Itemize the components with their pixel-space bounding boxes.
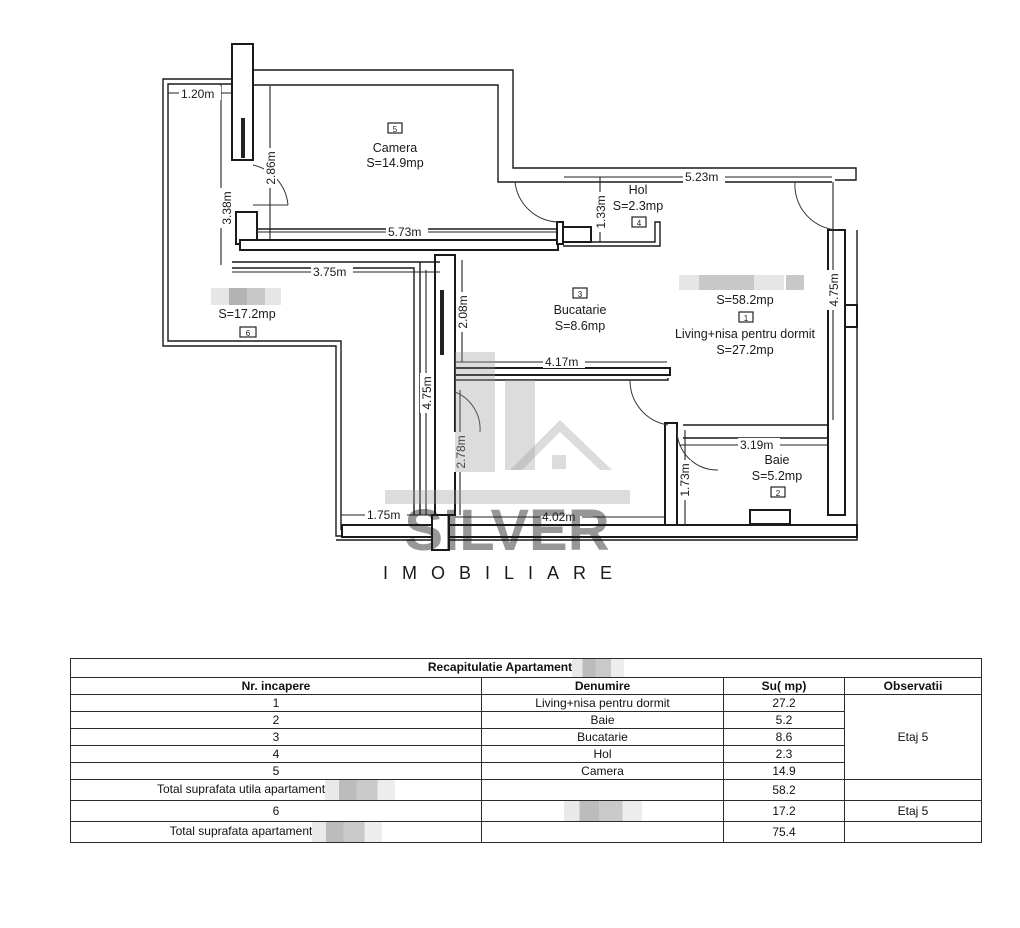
svg-text:Camera: Camera [373, 141, 418, 155]
svg-text:S=17.2mp: S=17.2mp [218, 307, 275, 321]
svg-text:S=14.9mp: S=14.9mp [366, 156, 423, 170]
dimension-labels: 1.20m 3.38m 2.86m 5.73m 3.75m 5.23m 1.33… [179, 86, 841, 524]
dim-2-08: 2.08m [456, 295, 470, 328]
room-hol: Hol S=2.3mp 4 [613, 183, 663, 228]
dim-4-75-left: 4.75m [420, 376, 434, 409]
svg-text:Bucatarie: Bucatarie [554, 303, 607, 317]
total-useful-row: Total suprafata utila apartament 58.2 [70, 779, 983, 801]
dim-4-17: 4.17m [545, 355, 578, 369]
redacted-text [572, 659, 625, 677]
header-nr: Nr. incapere [70, 677, 482, 695]
table-row: 6 17.2 Etaj 5 [70, 800, 983, 822]
dim-1-20: 1.20m [181, 87, 214, 101]
observation-cell: Etaj 5 [843, 694, 983, 780]
walls [231, 43, 858, 551]
svg-text:Living+nisa pentru dormit: Living+nisa pentru dormit [675, 327, 816, 341]
svg-text:3: 3 [578, 290, 583, 299]
dim-5-23: 5.23m [685, 170, 718, 184]
room-living: S=58.2mp 1 Living+nisa pentru dormit S=2… [675, 275, 816, 357]
room-baie: Baie S=5.2mp 2 [752, 453, 802, 498]
redacted-text [563, 801, 642, 821]
watermark-subtitle: IMOBILIARE [383, 563, 626, 583]
svg-text:S=27.2mp: S=27.2mp [716, 343, 773, 357]
dim-4-02: 4.02m [542, 510, 575, 524]
apartment-total-area: S=58.2mp [716, 293, 773, 307]
dim-3-75: 3.75m [313, 265, 346, 279]
dim-4-75-right: 4.75m [827, 273, 841, 306]
table-row: 1 Living+nisa pentru dormit 27.2 Etaj 5 [70, 694, 983, 780]
total-row: Total suprafata apartament 75.4 [70, 821, 983, 843]
svg-text:S=5.2mp: S=5.2mp [752, 469, 802, 483]
dim-1-73: 1.73m [678, 463, 692, 496]
table-header-row: Nr. incapere Denumire Su( mp) Observatii [70, 677, 983, 695]
dim-1-75: 1.75m [367, 508, 400, 522]
room-balcony: S=17.2mp 6 [211, 288, 281, 338]
dim-2-78: 2.78m [454, 435, 468, 468]
table-row: 3 Bucatarie 8.6 [70, 728, 982, 746]
header-observatii: Observatii [843, 677, 983, 695]
summary-table: Recapitulatie Apartament Nr. incapere De… [69, 658, 983, 843]
summary-table-container: Recapitulatie Apartament Nr. incapere De… [69, 658, 983, 843]
svg-text:S=2.3mp: S=2.3mp [613, 199, 663, 213]
watermark-brand: SILVER [404, 498, 609, 563]
room-camera: 5 Camera S=14.9mp [366, 122, 424, 170]
header-denumire: Denumire [481, 677, 724, 695]
redacted-text [325, 780, 396, 800]
table-title: Recapitulatie Apartament [69, 658, 983, 678]
svg-text:Hol: Hol [629, 183, 648, 197]
dim-3-38: 3.38m [220, 191, 234, 224]
dim-5-73: 5.73m [388, 225, 421, 239]
svg-text:5: 5 [393, 125, 398, 134]
svg-text:1: 1 [744, 314, 749, 323]
svg-text:4: 4 [637, 219, 642, 228]
table-row: 2 Baie 5.2 [70, 711, 982, 729]
table-row: 4 Hol 2.3 [70, 745, 982, 763]
header-su: Su( mp) [723, 677, 845, 695]
svg-text:6: 6 [246, 329, 251, 338]
dim-2-86: 2.86m [264, 151, 278, 184]
svg-text:S=8.6mp: S=8.6mp [555, 319, 605, 333]
svg-text:2: 2 [776, 489, 781, 498]
balcony-outline [162, 78, 344, 537]
svg-text:Baie: Baie [764, 453, 789, 467]
doors [252, 164, 839, 471]
dim-3-19: 3.19m [740, 438, 773, 452]
room-bucatarie: 3 Bucatarie S=8.6mp [554, 287, 607, 333]
watermark-logo: SILVER IMOBILIARE [383, 352, 630, 583]
redacted-text [312, 822, 383, 842]
floor-plan: 1.20m 3.38m 2.86m 5.73m 3.75m 5.23m 1.33… [162, 43, 858, 583]
dim-1-33: 1.33m [594, 195, 608, 228]
